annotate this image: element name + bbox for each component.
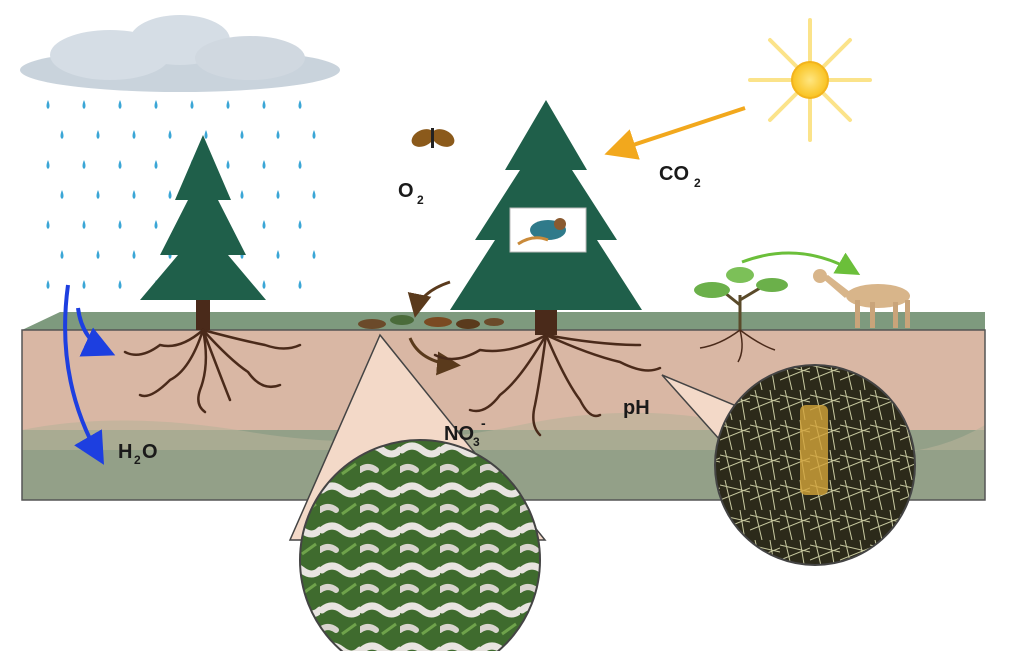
svg-text:2: 2 xyxy=(134,453,141,467)
raindrop xyxy=(82,100,86,109)
raindrop xyxy=(46,100,50,109)
svg-text:3: 3 xyxy=(473,435,480,449)
roots-shrub xyxy=(699,329,776,363)
raindrop xyxy=(276,130,280,139)
raindrop xyxy=(262,220,266,229)
raindrop xyxy=(190,100,194,109)
raindrop xyxy=(46,280,50,289)
callout-mycorrhiza xyxy=(661,364,916,566)
raindrop xyxy=(132,130,136,139)
label-co2: CO 2 xyxy=(659,163,701,190)
svg-text:2: 2 xyxy=(417,193,424,207)
raindrop xyxy=(226,100,230,109)
raindrop xyxy=(132,250,136,259)
raindrop xyxy=(312,250,316,259)
raindrop xyxy=(312,190,316,199)
svg-text:NO: NO xyxy=(444,423,474,445)
raindrop xyxy=(46,220,50,229)
sunlight-arrow xyxy=(604,106,746,160)
bird-icon xyxy=(509,207,587,253)
label-o2: O 2 xyxy=(398,180,424,207)
raindrop xyxy=(298,160,302,169)
roots-center xyxy=(433,333,662,437)
raindrop xyxy=(60,130,64,139)
butterfly-icon xyxy=(411,128,455,148)
svg-text:O: O xyxy=(398,180,414,202)
raindrop xyxy=(262,160,266,169)
svg-text:H: H xyxy=(118,441,132,463)
raindrop xyxy=(154,220,158,229)
callout-microfauna xyxy=(288,333,547,651)
raindrop xyxy=(154,100,158,109)
raindrop xyxy=(262,100,266,109)
roots-left xyxy=(123,328,302,414)
raindrop xyxy=(240,190,244,199)
label-no3: NO 3 - xyxy=(444,415,486,449)
label-ph: pH xyxy=(623,397,650,419)
rain-icon xyxy=(46,100,316,289)
shrub-icon xyxy=(694,267,788,330)
tree-left xyxy=(140,135,266,330)
tree-center xyxy=(450,100,642,335)
raindrop xyxy=(118,280,122,289)
raindrop xyxy=(82,280,86,289)
raindrop xyxy=(96,190,100,199)
raindrop xyxy=(82,160,86,169)
label-h2o: H 2 O xyxy=(118,441,158,467)
raindrop xyxy=(118,220,122,229)
raindrop xyxy=(276,190,280,199)
raindrop xyxy=(60,250,64,259)
raindrop xyxy=(204,130,208,139)
decomposition-arrow xyxy=(408,337,461,376)
herbivory-arrow xyxy=(741,251,861,276)
raindrop xyxy=(240,130,244,139)
svg-text:pH: pH xyxy=(623,397,650,419)
raindrop xyxy=(298,100,302,109)
raindrop xyxy=(132,190,136,199)
raindrop xyxy=(154,160,158,169)
deer-icon xyxy=(813,269,910,328)
infiltration-arrow-short xyxy=(76,307,116,357)
raindrop xyxy=(168,130,172,139)
raindrop xyxy=(60,190,64,199)
raindrop xyxy=(276,250,280,259)
raindrop xyxy=(118,160,122,169)
litterfall-arrow xyxy=(407,280,451,318)
raindrop xyxy=(298,220,302,229)
svg-text:O: O xyxy=(142,441,158,463)
svg-text:CO: CO xyxy=(659,163,689,185)
raindrop xyxy=(118,100,122,109)
raindrop xyxy=(82,220,86,229)
raindrop xyxy=(226,160,230,169)
sun-icon xyxy=(748,18,872,142)
raindrop xyxy=(312,130,316,139)
infiltration-arrow-long xyxy=(63,284,104,465)
cloud-icon xyxy=(20,15,340,92)
raindrop xyxy=(46,160,50,169)
raindrop xyxy=(96,250,100,259)
raindrop xyxy=(96,130,100,139)
svg-text:-: - xyxy=(481,415,486,431)
raindrop xyxy=(168,190,172,199)
svg-text:2: 2 xyxy=(694,176,701,190)
raindrop xyxy=(262,280,266,289)
raindrop xyxy=(298,280,302,289)
